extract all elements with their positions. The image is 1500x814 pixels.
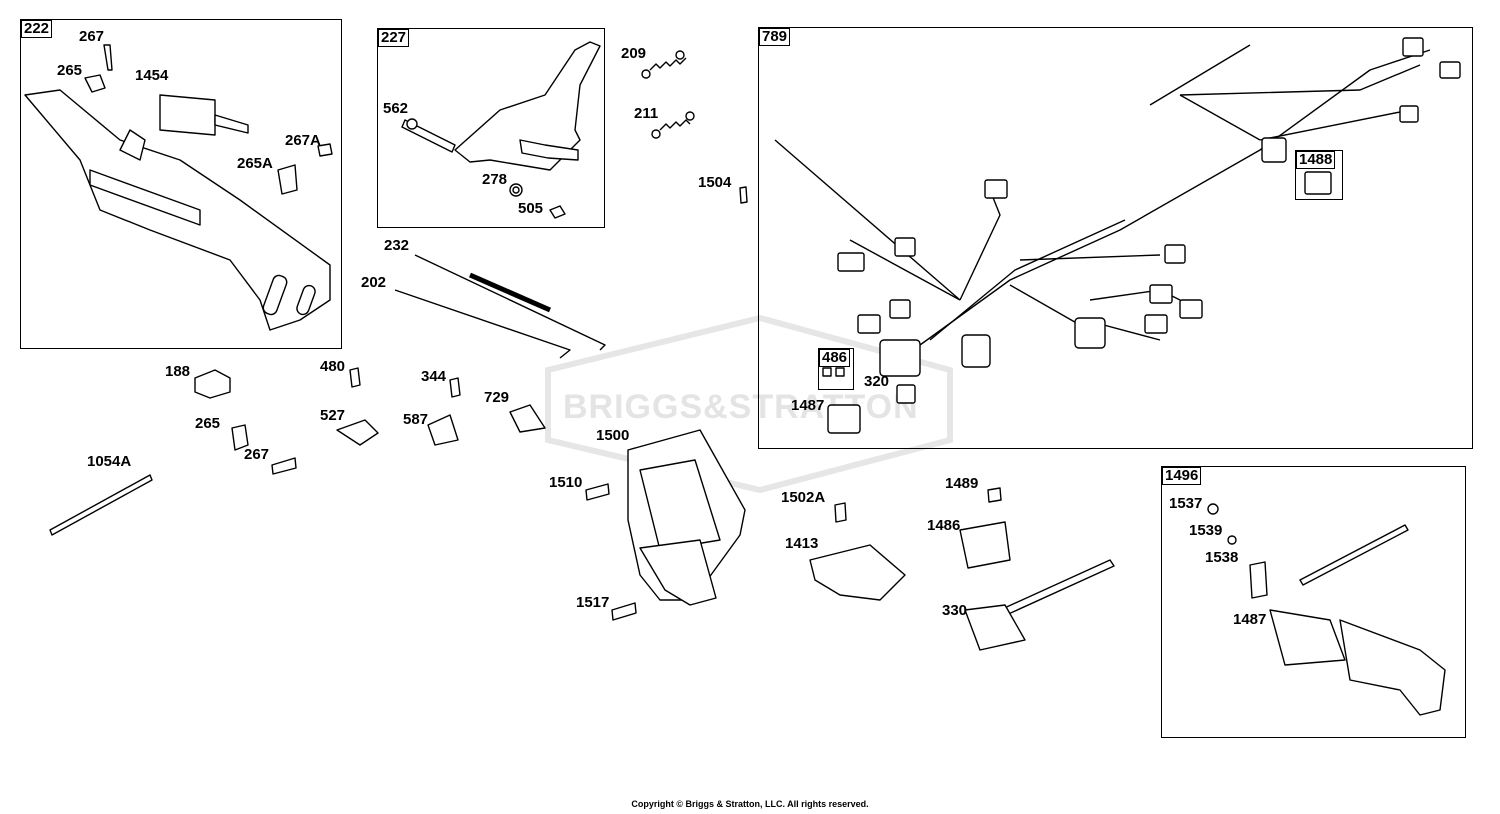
callout-1487-kit[interactable]: 1487 [1233, 611, 1267, 628]
springs-drawing [641, 50, 695, 139]
callout-188[interactable]: 188 [165, 363, 191, 380]
frame-group-227 [377, 28, 605, 228]
callout-265A[interactable]: 265A [237, 155, 273, 172]
callout-267[interactable]: 267 [79, 28, 105, 45]
callout-265-lower[interactable]: 265 [195, 415, 221, 432]
callout-1489[interactable]: 1489 [945, 475, 979, 492]
callout-211[interactable]: 211 [634, 105, 659, 122]
callout-265[interactable]: 265 [57, 62, 83, 79]
callout-1538[interactable]: 1538 [1205, 549, 1239, 566]
callout-562[interactable]: 562 [383, 100, 409, 117]
frame-group-789 [758, 27, 1473, 449]
ecu-1500-drawing [627, 429, 746, 606]
group-label-227[interactable]: 227 [378, 29, 410, 47]
callout-1486[interactable]: 1486 [927, 517, 961, 534]
callout-505[interactable]: 505 [518, 200, 544, 217]
watermark-shape [545, 314, 953, 494]
callout-267-lower[interactable]: 267 [244, 446, 270, 463]
frame-group-1488 [1295, 150, 1343, 200]
callout-1054A[interactable]: 1054A [87, 453, 132, 470]
harness-connectors-drawing [822, 37, 1461, 434]
frame-group-222 [20, 19, 342, 349]
sensors-drawing [809, 521, 1446, 716]
callout-330[interactable]: 330 [942, 602, 968, 619]
callout-1502A[interactable]: 1502A [781, 489, 826, 506]
callout-1539[interactable]: 1539 [1189, 522, 1223, 539]
frame-group-486 [818, 348, 854, 390]
callout-587[interactable]: 587 [403, 411, 429, 428]
group-label-1496[interactable]: 1496 [1162, 467, 1202, 485]
callout-527[interactable]: 527 [320, 407, 346, 424]
rods-drawing [394, 254, 606, 359]
callout-1537[interactable]: 1537 [1169, 495, 1203, 512]
callout-344[interactable]: 344 [421, 368, 447, 385]
callout-1500[interactable]: 1500 [596, 427, 630, 444]
callout-480[interactable]: 480 [320, 358, 346, 375]
callout-320[interactable]: 320 [864, 373, 890, 390]
callout-278[interactable]: 278 [482, 171, 508, 188]
callout-209[interactable]: 209 [621, 45, 647, 62]
group-label-1488[interactable]: 1488 [1296, 151, 1336, 169]
callout-1510[interactable]: 1510 [549, 474, 583, 491]
frame-group-1496 [1161, 466, 1466, 738]
copyright-notice: Copyright © Briggs & Stratton, LLC. All … [631, 799, 869, 809]
callout-1454[interactable]: 1454 [135, 67, 169, 84]
callout-1504[interactable]: 1504 [698, 174, 732, 191]
group-label-486[interactable]: 486 [819, 349, 851, 367]
callout-232[interactable]: 232 [384, 237, 410, 254]
bracket-227-drawing [401, 41, 601, 219]
callout-729[interactable]: 729 [484, 389, 510, 406]
group-label-789[interactable]: 789 [759, 28, 791, 46]
callout-1487-harness[interactable]: 1487 [791, 397, 825, 414]
group-label-222[interactable]: 222 [21, 20, 53, 38]
bracket-222-drawing [24, 44, 333, 331]
callout-267A[interactable]: 267A [285, 132, 321, 149]
callout-1413[interactable]: 1413 [785, 535, 819, 552]
callout-202[interactable]: 202 [361, 274, 387, 291]
callout-1517[interactable]: 1517 [576, 594, 610, 611]
fasteners-drawing [49, 186, 1409, 621]
